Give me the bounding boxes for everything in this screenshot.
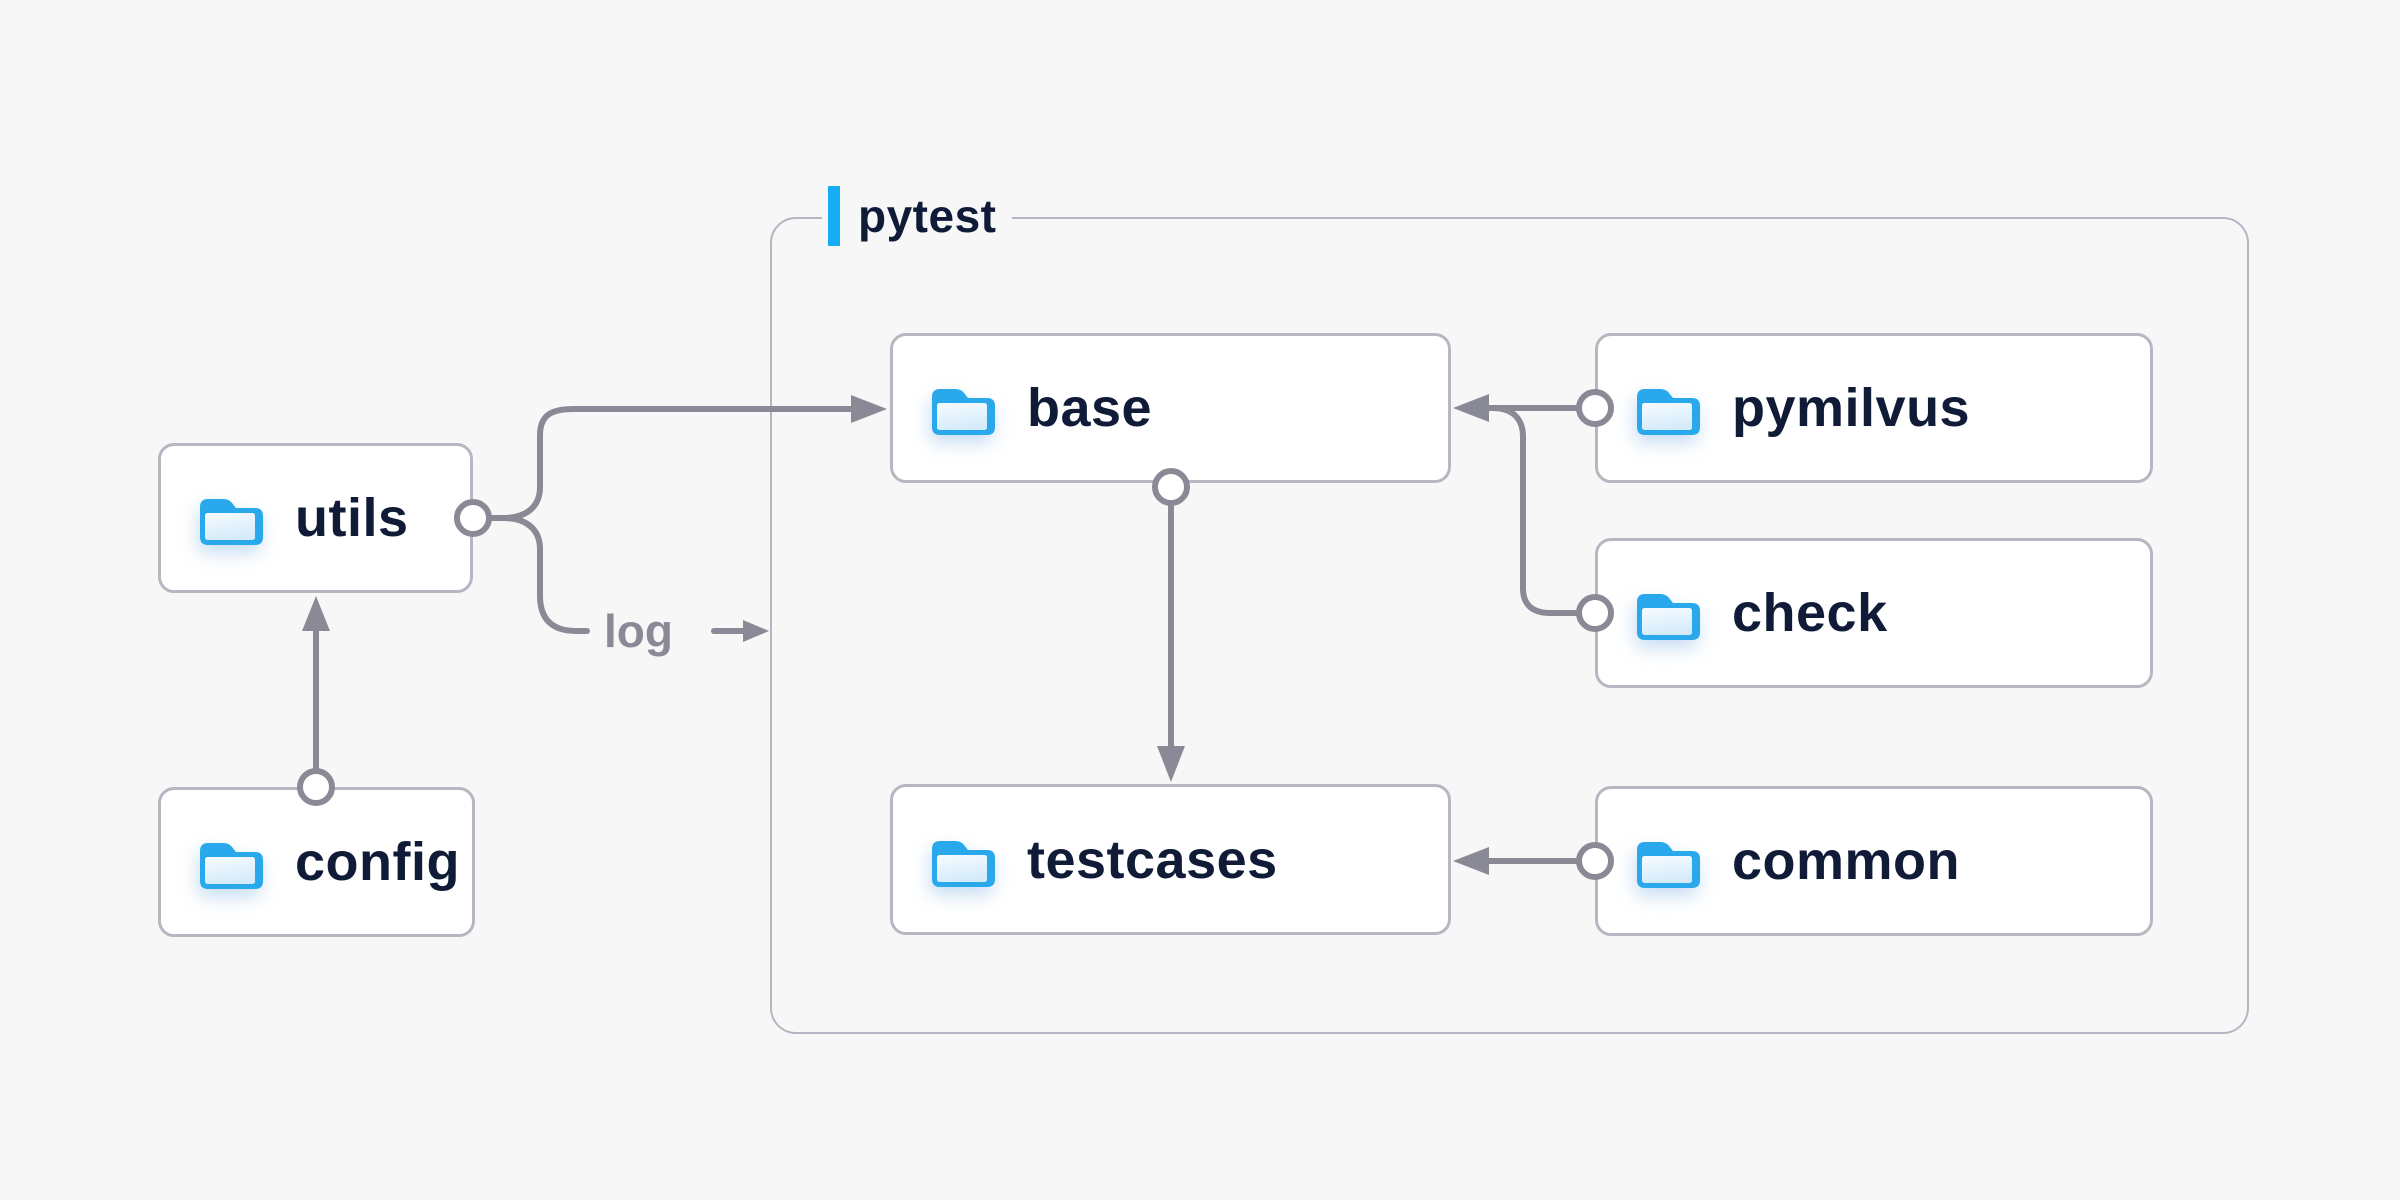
node-label: config xyxy=(295,832,460,892)
edge-utils-log: log xyxy=(454,499,769,657)
node-check: check xyxy=(1595,538,2153,688)
node-label: common xyxy=(1732,831,1961,891)
folder-icon xyxy=(932,840,995,887)
folder-icon xyxy=(932,389,995,435)
pytest-group-label: pytest xyxy=(822,185,1013,247)
node-utils: utils xyxy=(158,443,473,593)
node-label: base xyxy=(1027,378,1153,438)
accent-bar-icon xyxy=(828,186,840,246)
edge-label-log: log xyxy=(604,605,673,657)
arrowhead xyxy=(302,596,330,631)
folder-icon xyxy=(1637,594,1700,640)
pytest-group-frame xyxy=(770,217,2249,1034)
node-label: pymilvus xyxy=(1732,378,1971,438)
node-config: config xyxy=(158,787,475,937)
node-label: testcases xyxy=(1027,829,1278,890)
node-testcases: testcases xyxy=(890,784,1451,935)
folder-icon xyxy=(200,499,263,545)
edge-config-utils xyxy=(297,596,335,806)
pytest-group-title: pytest xyxy=(858,190,997,242)
node-label: utils xyxy=(295,488,409,548)
folder-icon xyxy=(1637,389,1700,435)
node-label: check xyxy=(1732,583,1888,643)
folder-icon xyxy=(1637,842,1700,888)
folder-icon xyxy=(200,843,263,889)
node-pymilvus: pymilvus xyxy=(1595,333,2153,483)
arrowhead xyxy=(743,620,769,642)
node-common: common xyxy=(1595,786,2153,936)
node-base: base xyxy=(890,333,1451,483)
